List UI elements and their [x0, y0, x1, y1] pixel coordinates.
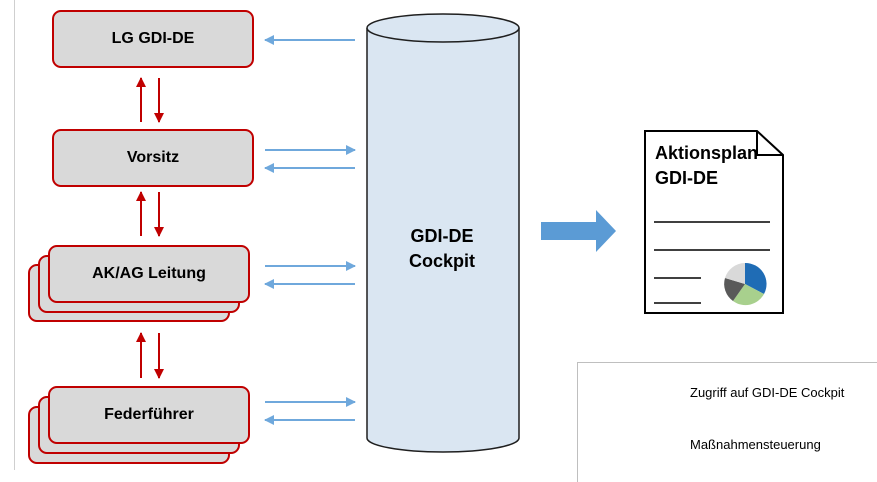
document-title-line1: Aktionsplan: [655, 143, 759, 163]
legend-access-label: Zugriff auf GDI-DE Cockpit: [690, 385, 845, 400]
box-lg-gdi-de: LG GDI-DE: [52, 10, 254, 68]
box-lg-label: LG GDI-DE: [111, 30, 195, 47]
left-border-line: [14, 0, 15, 470]
cockpit-label: GDI-DE Cockpit: [366, 224, 518, 274]
box-federf-label: Federführer: [104, 406, 194, 423]
cockpit-cylinder: [366, 13, 520, 453]
box-federfuehrer: Federführer: [48, 386, 250, 444]
box-vorsitz: Vorsitz: [52, 129, 254, 187]
box-vorsitz-label: Vorsitz: [126, 149, 180, 166]
access-arrows: [264, 35, 356, 425]
cockpit-label-line2: Cockpit: [408, 251, 475, 271]
box-akag-label: AK/AG Leitung: [92, 265, 206, 282]
cockpit-label-line1: GDI-DE: [410, 226, 474, 246]
legend-control-label: Maßnahmensteuerung: [690, 437, 821, 452]
big-right-arrow: [541, 210, 616, 252]
control-arrows: [136, 77, 164, 379]
pie-chart-icon: [724, 262, 767, 306]
document-title: Aktionsplan GDI-DE: [655, 141, 785, 191]
legend: [577, 362, 877, 482]
document-title-line2: GDI-DE: [655, 168, 718, 188]
box-akag-leitung: AK/AG Leitung: [48, 245, 250, 303]
